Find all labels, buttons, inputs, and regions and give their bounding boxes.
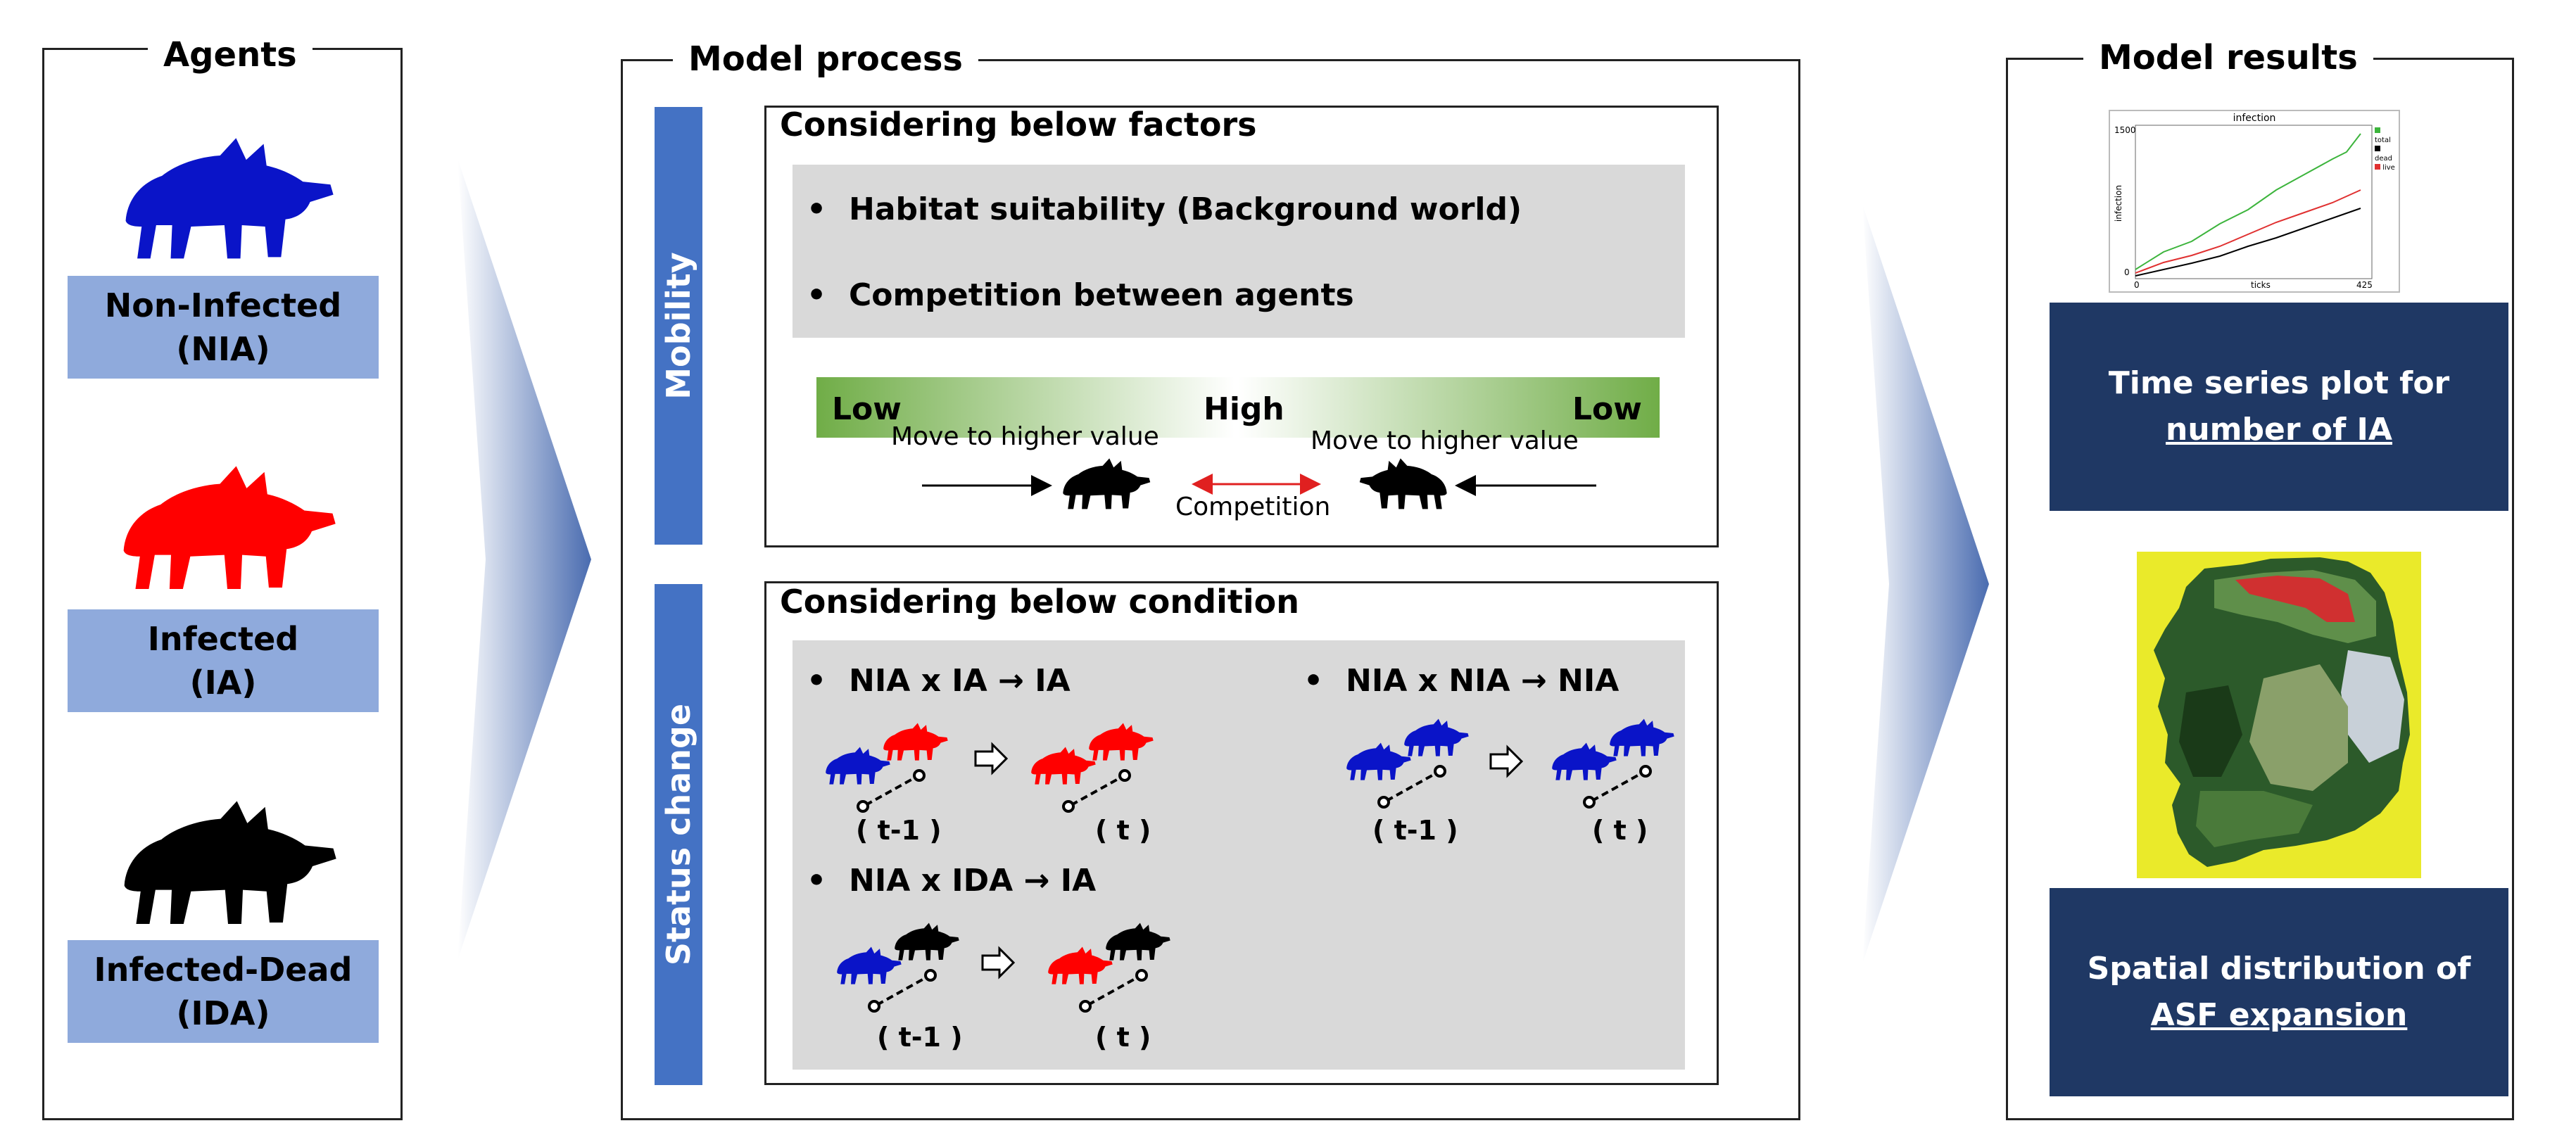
spatial-map <box>2137 552 2421 878</box>
agent-ia-name: Infected <box>147 620 299 658</box>
competition-arrow <box>1192 474 1321 495</box>
legend-live-text: live <box>2382 164 2395 172</box>
status-side-bar: Status change <box>655 584 702 1085</box>
plot-title: infection <box>2233 113 2276 124</box>
plot-xlabel: ticks <box>2251 280 2271 290</box>
move-right-label: Move to higher value <box>1311 426 1579 455</box>
move-left-arrow <box>922 475 1052 496</box>
rule-nia-nia-text: NIA x NIA → NIA <box>1346 663 1620 699</box>
agent-nia-name: Non-Infected <box>104 286 342 324</box>
results-title: Model results <box>2083 37 2373 79</box>
pair-nia-ida-before <box>837 923 959 1013</box>
result-box1-line1: Time series plot for <box>2108 365 2450 401</box>
time-prev-1: ( t-1 ) <box>856 815 942 846</box>
result-spatial-box: Spatial distribution of ASF expansion <box>2050 888 2508 1096</box>
legend-total-text: total <box>2375 137 2391 144</box>
mobility-bullet-habitat-text: Habitat suitability (Background world) <box>849 191 1522 227</box>
status-conditions-box <box>793 640 1685 1070</box>
gradient-low-left: Low <box>832 391 902 427</box>
boar-ia-icon <box>116 462 339 602</box>
rule-nia-ida-text: NIA x IDA → IA <box>849 863 1097 899</box>
time-prev-3: ( t-1 ) <box>877 1022 963 1053</box>
time-now-3: ( t ) <box>1095 1022 1151 1053</box>
rule-nia-ia-text: NIA x IA → IA <box>849 663 1071 699</box>
agent-ida-name: Infected-Dead <box>94 951 353 989</box>
time-prev-2: ( t-1 ) <box>1372 815 1458 846</box>
status-label: Status change <box>659 703 697 966</box>
mobility-bullet-competition: •Competition between agents <box>807 277 1354 313</box>
transition-arrow-2 <box>1489 744 1524 778</box>
legend-total: total <box>2375 127 2397 145</box>
result-box2-line2: ASF expansion <box>2150 997 2408 1033</box>
agent-label-ida: Infected-Dead (IDA) <box>68 940 379 1043</box>
result-time-series-box: Time series plot for number of IA <box>2050 303 2508 511</box>
mobility-factors-box <box>793 165 1685 338</box>
plot-ylabel: infection <box>2114 184 2124 222</box>
legend-total-swatch-icon <box>2375 127 2380 133</box>
gradient-high: High <box>1204 391 1284 427</box>
legend-live: live <box>2375 163 2397 172</box>
boar-nia-icon <box>118 134 336 272</box>
rule-nia-ida: •NIA x IDA → IA <box>807 863 1097 899</box>
plot-ymax: 1500 <box>2114 125 2136 135</box>
move-right-arrow <box>1455 475 1596 496</box>
competition-label: Competition <box>1175 493 1331 521</box>
rule-nia-nia: •NIA x NIA → NIA <box>1303 663 1620 699</box>
plot-ymin: 0 <box>2124 267 2130 277</box>
mobility-heading: Considering below factors <box>780 106 1257 144</box>
plot-xmin: 0 <box>2134 280 2140 290</box>
pair-nia-nia-after <box>1552 718 1674 809</box>
agent-nia-code: (NIA) <box>176 330 270 368</box>
legend-dead-text: dead <box>2375 155 2392 163</box>
gradient-low-right: Low <box>1572 391 1642 427</box>
process-panel <box>621 59 1800 1120</box>
agent-ia-code: (IA) <box>189 664 257 702</box>
process-title: Model process <box>673 38 978 80</box>
boar-competitor-right-icon <box>1358 456 1450 515</box>
transition-arrow-3 <box>981 946 1016 980</box>
map-landmass <box>2154 557 2410 867</box>
legend-dead: dead <box>2375 145 2397 163</box>
rule-nia-ia: •NIA x IA → IA <box>807 663 1071 699</box>
boar-competitor-left-icon <box>1060 456 1151 515</box>
mobility-bullet-habitat: •Habitat suitability (Background world) <box>807 191 1522 227</box>
flow-chevron-right <box>1862 204 1989 964</box>
habitat-gradient-right <box>1239 377 1660 438</box>
pair-nia-ida-after <box>1048 923 1170 1013</box>
flow-chevron-left <box>457 158 591 961</box>
plot-lines <box>2135 125 2373 279</box>
boar-ida-icon <box>115 797 341 937</box>
move-left-label: Move to higher value <box>891 422 1159 451</box>
plot-xmax: 425 <box>2356 280 2373 290</box>
agent-ida-code: (IDA) <box>176 994 270 1032</box>
pair-nia-nia-before <box>1346 718 1469 809</box>
agent-label-ia: Infected (IA) <box>68 609 379 712</box>
result-box1-line2: number of IA <box>2166 412 2392 448</box>
time-now-1: ( t ) <box>1095 815 1151 846</box>
mobility-label: Mobility <box>659 252 697 400</box>
mobility-bullet-competition-text: Competition between agents <box>849 277 1354 313</box>
transition-arrow-1 <box>974 742 1009 775</box>
legend-dead-swatch-icon <box>2375 146 2380 151</box>
mobility-side-bar: Mobility <box>655 107 702 545</box>
agent-label-nia: Non-Infected (NIA) <box>68 276 379 379</box>
agents-title: Agents <box>148 34 312 76</box>
time-series-plot: infection 1500 0 infection 0 ticks 425 t… <box>2109 110 2400 293</box>
time-now-2: ( t ) <box>1592 815 1648 846</box>
habitat-gradient-left <box>816 377 1235 438</box>
legend-live-swatch-icon <box>2375 164 2380 170</box>
pair-nia-ia-before <box>826 723 948 813</box>
result-box2-line1: Spatial distribution of <box>2087 951 2471 987</box>
status-heading: Considering below condition <box>780 583 1299 621</box>
pair-nia-ia-after <box>1031 723 1154 813</box>
plot-legend: total dead live <box>2375 127 2397 172</box>
